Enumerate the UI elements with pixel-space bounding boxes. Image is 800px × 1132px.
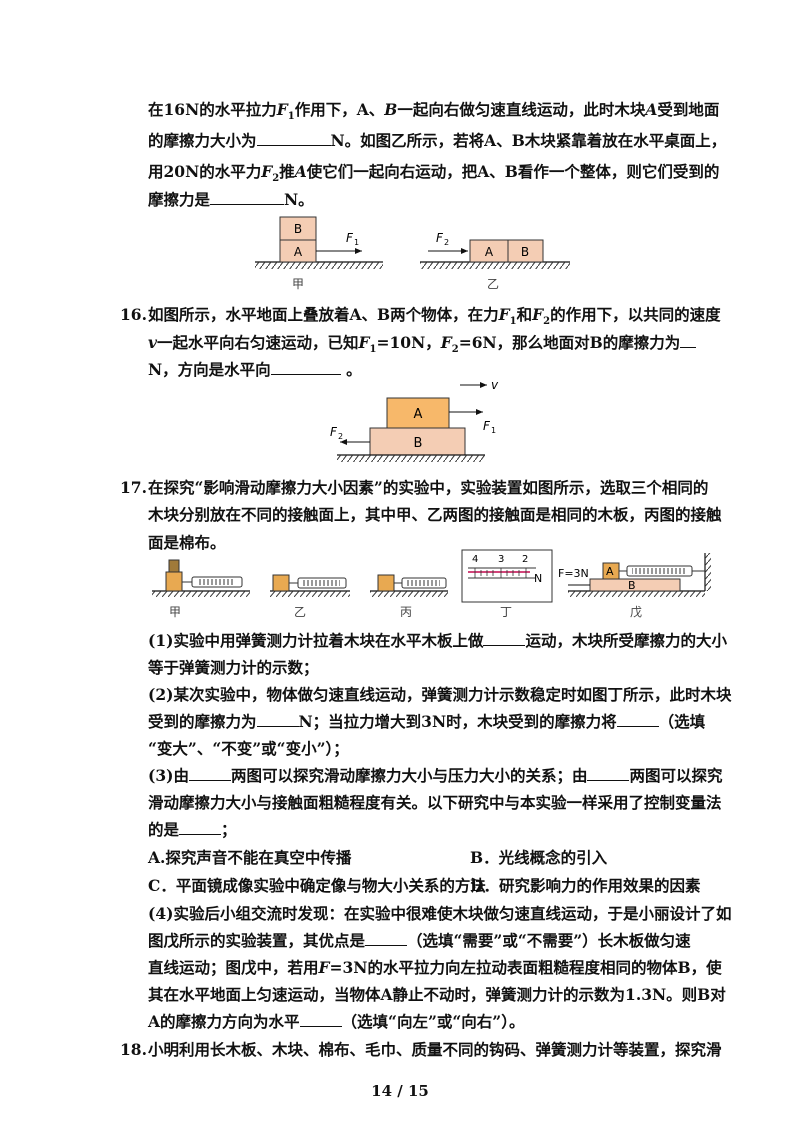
answer-blank[interactable] xyxy=(483,631,526,646)
f2-sub: 2 xyxy=(444,238,449,247)
f1-sub: 1 xyxy=(354,238,359,247)
apparatus-bing: 丙 xyxy=(370,574,448,619)
q17-number: 17. xyxy=(120,478,147,497)
apparatus-jia: 甲 xyxy=(152,559,250,619)
answer-blank[interactable] xyxy=(616,712,659,727)
q17-part2-c: “变大”、“不变”或“变小”）； xyxy=(148,739,349,758)
q15-line-1: 在16N的水平拉力F1作用下，A、B一起向右做匀速直线运动，此时木块A受到地面 xyxy=(148,100,720,123)
q17-part3-a: (3)由两图可以探究滑动摩擦力大小与压力大小的关系；由两图可以探究 xyxy=(148,766,723,785)
option-b: B．光线概念的引入 xyxy=(470,848,608,867)
caption-yi: 乙 xyxy=(487,277,499,291)
answer-blank[interactable] xyxy=(179,820,222,835)
answer-blank[interactable] xyxy=(587,766,630,781)
answer-blank[interactable] xyxy=(256,131,331,146)
q16-line-2: v一起水平向右匀速运动，已知F1=10N，F2=6N，那么地面对B的摩擦力为 xyxy=(148,333,697,360)
f1-sub: 1 xyxy=(491,426,496,435)
block-a-label: A xyxy=(414,407,423,422)
block-b xyxy=(369,427,466,456)
caption-wu: 戊 xyxy=(630,605,642,619)
q15-figure: B A F 1 甲 F 2 A B 乙 xyxy=(255,216,570,291)
answer-blank[interactable] xyxy=(299,1012,342,1027)
q17-part4-e: A的摩擦力方向为水平（选填“向左”或“向右”）。 xyxy=(148,1012,525,1031)
wu-block-b-label: B xyxy=(628,579,636,592)
option-d: D．研究影响力的作用效果的因素 xyxy=(470,876,701,895)
f2-sub: 2 xyxy=(338,432,343,441)
page-number: 14 / 15 xyxy=(371,1082,429,1100)
dial-tick-4: 4 xyxy=(472,554,478,565)
caption-ding: 丁 xyxy=(500,605,512,619)
q17-part4-a: (4)实验后小组交流时发现：在实验中很难使木块做匀速直线运动，于是小丽设计了如 xyxy=(148,904,732,923)
q18-line-1: 小明利用长木板、木块、棉布、毛巾、质量不同的钩码、弹簧测力计等装置，探究滑 xyxy=(148,1040,722,1059)
q17-part4-d: 其在水平地面上匀速运动，当物体A静止不动时，弹簧测力计的示数为1.3N。则B对 xyxy=(148,985,726,1004)
q17-part3-c: 的是； xyxy=(148,820,237,839)
dial-unit: N xyxy=(534,572,542,585)
dial-tick-3: 3 xyxy=(498,554,504,565)
wu-force-label: F=3N xyxy=(558,567,589,580)
answer-blank[interactable] xyxy=(210,190,285,205)
answer-blank[interactable] xyxy=(256,712,299,727)
caption-jia: 甲 xyxy=(169,605,181,619)
answer-blank[interactable] xyxy=(680,333,697,348)
apparatus-wu: B A F=3N 戊 xyxy=(558,553,711,619)
apparatus-yi: 乙 xyxy=(270,574,350,619)
f2-label: F xyxy=(436,231,444,245)
label-a-right: A xyxy=(485,245,494,259)
f1-label: F xyxy=(483,419,491,433)
answer-blank[interactable] xyxy=(270,360,341,375)
q17-figure: 甲 乙 丙 4 3 2 N 丁 xyxy=(152,549,711,619)
caption-bing: 丙 xyxy=(400,605,412,619)
wu-block-a-label: A xyxy=(606,565,614,578)
answer-blank[interactable] xyxy=(188,766,231,781)
q15-line-3: 用20N的水平力F2推A使它们一起向右运动，把A、B看作一个整体，则它们受到的 xyxy=(148,162,720,185)
q17-part4-c: 直线运动；图戊中，若用F=3N的水平拉力向左拉动表面粗糙程度相同的物体B，使 xyxy=(148,958,722,977)
q17-part1-b: 等于弹簧测力计的示数； xyxy=(148,658,319,677)
option-c: C．平面镜成像实验中确定像与物大小关系的方法 xyxy=(148,876,486,895)
f2-label: F xyxy=(330,425,338,439)
caption-yi: 乙 xyxy=(294,605,306,619)
q16-number: 16. xyxy=(120,305,147,324)
caption-jia: 甲 xyxy=(292,277,304,291)
q16-line-1: 如图所示，水平地面上叠放着A、B两个物体，在力F1和F2的作用下，以共同的速度 xyxy=(148,305,721,328)
q17-part1-a: (1)实验中用弹簧测力计拉着木块在水平木板上做运动，木块所受摩擦力的大小 xyxy=(148,631,727,650)
label-b: B xyxy=(294,222,302,236)
dial-tick-2: 2 xyxy=(522,554,528,565)
q16-figure: v A B F 1 F 2 xyxy=(330,378,499,462)
q16-line-3: N，方向是水平向 。 xyxy=(148,360,362,379)
q18-number: 18. xyxy=(120,1040,147,1059)
q17-part4-b: 图戊所示的实验装置，其优点是（选填“需要”或“不需要”）长木板做匀速 xyxy=(148,931,691,950)
spring-scale-dial: 4 3 2 N 丁 xyxy=(461,549,553,619)
q17-line-2: 木块分别放在不同的接触面上，其中甲、乙两图的接触面是相同的木板，丙图的接触 xyxy=(148,505,722,524)
option-a: A.探究声音不能在真空中传播 xyxy=(148,848,352,867)
v-label: v xyxy=(491,378,499,392)
label-b-right: B xyxy=(521,245,529,259)
label-a: A xyxy=(294,245,303,259)
block-b-right xyxy=(507,239,544,263)
q17-part3-b: 滑动摩擦力大小与接触面粗糙程度有关。以下研究中与本实验一样采用了控制变量法 xyxy=(148,793,722,812)
block-b-label: B xyxy=(414,436,423,451)
answer-blank[interactable] xyxy=(365,931,408,946)
q17-part2-a: (2)某次实验中，物体做匀速直线运动，弹簧测力计示数稳定时如图丁所示，此时木块 xyxy=(148,685,732,704)
q17-line-1: 在探究“影响滑动摩擦力大小因素”的实验中，实验装置如图所示，选取三个相同的 xyxy=(148,478,709,497)
f1-label: F xyxy=(346,231,354,245)
q17-line-3: 面是棉布。 xyxy=(148,533,226,552)
